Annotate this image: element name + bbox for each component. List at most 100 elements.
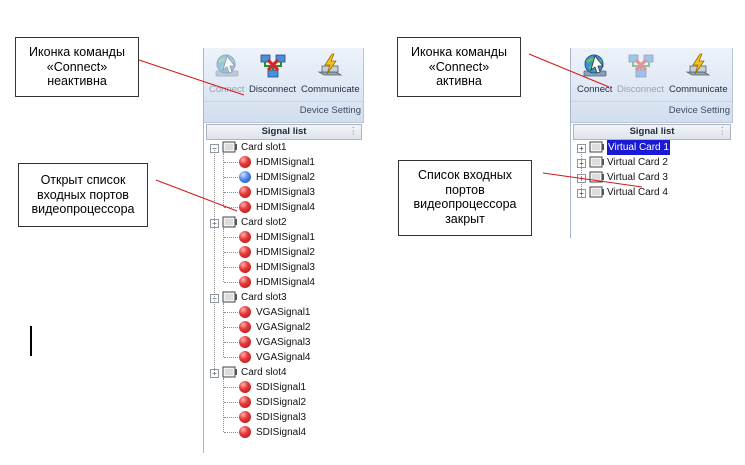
ribbon-group-label: Device Setting (299, 105, 361, 116)
tree-node-label: VGASignal2 (256, 322, 311, 333)
signal-status-icon (239, 321, 251, 333)
tree-connector (224, 402, 238, 403)
tree-node-label: SDISignal3 (256, 412, 307, 423)
ribbon-group-label: Device Setting (668, 105, 730, 116)
tree-connector (581, 152, 582, 197)
callout-line: активна (436, 74, 482, 88)
signal-list-header: Signal list ⋮ (206, 124, 362, 140)
disconnect-button-label: Disconnect (617, 84, 664, 95)
pointer-line (138, 59, 245, 96)
tree-node-label: HDMISignal1 (256, 157, 315, 168)
tree-node-label: HDMISignal2 (256, 172, 315, 183)
tree-connector (224, 192, 238, 193)
ribbon-group-separator (571, 101, 732, 102)
callout-line: Иконка команды (411, 45, 507, 59)
signal-status-icon (239, 426, 251, 438)
callout-line: «Connect» (428, 59, 490, 74)
signal-list-title: Signal list (261, 126, 307, 137)
tree-connector (223, 153, 224, 207)
ribbon-group-separator (204, 101, 363, 102)
disconnect-button-label: Disconnect (249, 84, 296, 95)
callout-ports-list-open: Открыт список входных портов видеопроцес… (18, 163, 148, 227)
callout-line: «Connect» (46, 59, 108, 74)
tree-node-label: HDMISignal3 (256, 262, 315, 273)
tree-connector (224, 387, 238, 388)
signal-status-icon (239, 171, 251, 183)
tree-connector (224, 417, 238, 418)
pointer-line (542, 172, 643, 188)
text-cursor (30, 326, 32, 356)
signal-status-icon (239, 396, 251, 408)
tree-node-label: Virtual Card 4 (607, 187, 668, 198)
disconnect-button[interactable]: Disconnect (617, 52, 664, 95)
left-panel: Connect Disconnect Communicate Device Se… (203, 48, 364, 453)
tree-connector (224, 432, 238, 433)
tree-connector (224, 267, 238, 268)
signal-status-icon (239, 261, 251, 273)
virtual-card-tree: +Virtual Card 1+Virtual Card 2+Virtual C… (571, 140, 733, 238)
communicate-button-label: Communicate (301, 84, 360, 95)
signal-status-icon (239, 411, 251, 423)
tree-node-label: HDMISignal3 (256, 187, 315, 198)
tree-connector (224, 177, 238, 178)
communicate-button[interactable]: Communicate (669, 52, 728, 95)
pointer-line (528, 53, 610, 88)
tree-node-label: Card slot3 (241, 292, 287, 303)
tree-node-label: HDMISignal1 (256, 232, 315, 243)
tree-node-label: VGASignal1 (256, 307, 311, 318)
signal-status-icon (239, 246, 251, 258)
pane-grip-icon[interactable]: ⋮ (348, 126, 359, 137)
callout-ports-list-closed: Список входных портов видеопроцессора за… (398, 160, 532, 236)
callout-line: Список входных (418, 168, 512, 182)
tree-connector (224, 357, 238, 358)
callout-line: закрыт (445, 211, 485, 226)
communicate-button[interactable]: Communicate (301, 52, 360, 95)
tree-connector (224, 312, 238, 313)
tree-connector (224, 252, 238, 253)
signal-status-icon (239, 156, 251, 168)
tree-node-label: Card slot4 (241, 367, 287, 378)
signal-status-icon (239, 276, 251, 288)
communicate-button-label: Communicate (669, 84, 728, 95)
tree-node-label: HDMISignal2 (256, 247, 315, 258)
tree-connector (223, 228, 224, 282)
tree-node-label: HDMISignal4 (256, 277, 315, 288)
tree-node-label: SDISignal1 (256, 382, 307, 393)
callout-connect-active: Иконка команды «Connect» активна (397, 37, 521, 97)
signal-list-title: Signal list (629, 126, 675, 137)
pane-grip-icon[interactable]: ⋮ (717, 126, 728, 137)
signal-list-header: Signal list ⋮ (573, 124, 731, 140)
disconnect-button[interactable]: Disconnect (249, 52, 296, 95)
signal-status-icon (239, 336, 251, 348)
tree-connector (224, 342, 238, 343)
tree-connector (224, 207, 238, 208)
tree-node-label: Virtual Card 3 (607, 172, 668, 183)
connect-button[interactable]: Connect (577, 52, 612, 95)
tree-node-label: Card slot1 (241, 142, 287, 153)
signal-status-icon (239, 231, 251, 243)
tree-connector (214, 150, 215, 375)
signal-status-icon (239, 351, 251, 363)
tree-connector (224, 162, 238, 163)
tree-connector (224, 327, 238, 328)
signal-status-icon (239, 186, 251, 198)
right-panel: Connect Disconnect Communicate Device Se… (570, 48, 733, 238)
tree-node-label: Virtual Card 2 (607, 157, 668, 168)
tree-connector (224, 282, 238, 283)
tree-node-label: HDMISignal4 (256, 202, 315, 213)
tree-node-label: SDISignal4 (256, 427, 307, 438)
callout-line: видеопроцессора (413, 197, 517, 211)
callout-line: Открыт список (40, 173, 126, 187)
signal-status-icon (239, 306, 251, 318)
tree-connector (224, 237, 238, 238)
signal-status-icon (239, 201, 251, 213)
callout-line: портов (445, 182, 485, 197)
callout-line: входных портов (37, 187, 129, 202)
connect-button-label: Connect (577, 84, 613, 95)
callout-connect-inactive: Иконка команды «Connect» неактивна (15, 37, 139, 97)
callout-line: неактивна (47, 74, 107, 88)
tree-node-label: Virtual Card 1 (607, 140, 670, 155)
ribbon: Connect Disconnect Communicate Device Se… (571, 48, 733, 123)
